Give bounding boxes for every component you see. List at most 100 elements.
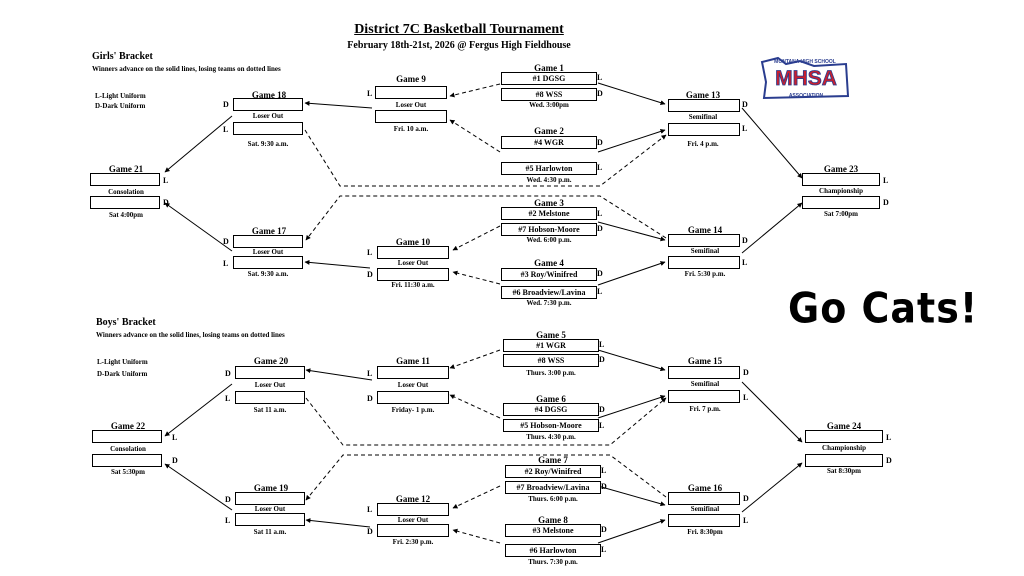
game-16-time: Fri. 8:30pm <box>687 528 723 536</box>
game-4-team-6: #6 Broadview/Lavina <box>501 286 597 299</box>
game-1-time: Wed. 3:00pm <box>529 101 569 109</box>
game-1-team-1: #1 DGSG <box>501 72 597 85</box>
line <box>305 397 667 446</box>
game-9-tag: Loser Out <box>395 101 427 109</box>
game-6-time: Thurs. 4:30 p.m. <box>526 433 576 441</box>
line <box>741 381 803 443</box>
game-14-label: Game 14 <box>687 225 723 235</box>
game-22-slot-top <box>92 430 162 443</box>
game-22-slot-bottom <box>92 454 162 467</box>
slot-dark: D <box>367 394 373 403</box>
slot-light: L <box>597 287 603 296</box>
line <box>305 454 667 501</box>
game-13-tag: Semifinal <box>688 113 718 121</box>
game-7-label: Game 7 <box>538 455 568 465</box>
game-8-time: Thurs. 7:30 p.m. <box>528 558 578 566</box>
game-8-label: Game 8 <box>538 515 568 525</box>
line <box>741 202 803 254</box>
game-9-label: Game 9 <box>396 74 426 84</box>
game-8-team-3: #3 Melstone <box>505 524 601 537</box>
game-3-team-7: #7 Hobson-Moore <box>501 223 597 236</box>
line <box>597 129 666 153</box>
game-4-time: Wed. 7:30 p.m. <box>526 299 572 307</box>
game-16-slot-bottom <box>668 514 740 527</box>
line <box>304 100 373 109</box>
game-7-team-7: #7 Broadview/Lavina <box>505 481 601 494</box>
slot-dark: D <box>742 100 748 109</box>
game-11-slot-top <box>377 366 449 379</box>
game-13-slot-top <box>668 99 740 112</box>
game-17-tag: Loser Out <box>252 248 284 256</box>
game-17-time: Sat. 9:30 a.m. <box>247 270 289 278</box>
game-13-label: Game 13 <box>685 90 721 100</box>
game-11-tag: Loser Out <box>397 381 429 389</box>
game-3-time: Wed. 6:00 p.m. <box>526 236 572 244</box>
slot-dark: D <box>163 198 169 207</box>
slot-light: L <box>367 248 373 257</box>
game-18-slot-bottom <box>233 122 303 135</box>
boys-note: Winners advance on the solid lines, losi… <box>96 331 285 339</box>
game-2-team-4: #4 WGR <box>501 136 597 149</box>
game-17-label: Game 17 <box>251 226 287 236</box>
slot-dark: D <box>223 237 229 246</box>
logo-arc-text: MONTANA HIGH SCHOOL <box>774 59 836 65</box>
line <box>305 368 373 381</box>
game-24-tag: Championship <box>822 444 866 452</box>
game-17-slot-bottom <box>233 256 303 269</box>
game-22-label: Game 22 <box>110 421 146 431</box>
game-23-slot-top <box>802 173 880 186</box>
slot-dark: D <box>225 495 231 504</box>
slot-light: L <box>742 258 748 267</box>
line <box>597 395 666 419</box>
slot-dark: D <box>743 494 749 503</box>
slot-dark: D <box>883 198 889 207</box>
game-23-time: Sat 7:00pm <box>823 210 859 218</box>
game-18-label: Game 18 <box>251 90 287 100</box>
game-18-slot-top <box>233 98 303 111</box>
game-20-label: Game 20 <box>253 356 289 366</box>
game-11-slot-bottom <box>377 391 449 404</box>
line <box>449 119 501 153</box>
slot-light: L <box>367 89 373 98</box>
game-24-label: Game 24 <box>826 421 862 431</box>
page-subtitle: February 18th-21st, 2026 @ Fergus High F… <box>347 40 571 51</box>
game-4-label: Game 4 <box>534 258 564 268</box>
slot-light: L <box>597 73 603 82</box>
line <box>305 518 371 528</box>
game-20-slot-bottom <box>235 391 305 404</box>
go-cats-tagline: Go Cats! <box>788 284 979 333</box>
slot-dark: D <box>601 482 607 491</box>
slot-dark: D <box>597 89 603 98</box>
game-2-team-5: #5 Harlowton <box>501 162 597 175</box>
slot-dark: D <box>886 456 892 465</box>
game-15-slot-top <box>668 366 740 379</box>
slot-dark: D <box>225 369 231 378</box>
game-2-label: Game 2 <box>534 126 564 136</box>
slot-dark: D <box>597 138 603 147</box>
game-24-slot-top <box>805 430 883 443</box>
game-19-slot-top <box>235 492 305 505</box>
game-6-team-5: #5 Hobson-Moore <box>503 419 599 432</box>
game-18-time: Sat. 9:30 a.m. <box>247 140 289 148</box>
slot-light: L <box>225 394 231 403</box>
line <box>452 485 501 509</box>
slot-light: L <box>886 433 892 442</box>
line <box>304 129 667 187</box>
line <box>597 82 666 106</box>
game-8-team-6: #6 Harlowton <box>505 544 601 557</box>
game-10-time: Fri. 11:30 a.m. <box>391 281 435 289</box>
line <box>452 528 501 544</box>
game-19-label: Game 19 <box>253 483 289 493</box>
slot-light: L <box>223 125 229 134</box>
game-2-time: Wed. 4:30 p.m. <box>526 176 572 184</box>
game-4-team-3: #3 Roy/Winifred <box>501 268 597 281</box>
slot-light: L <box>597 209 603 218</box>
slot-dark: D <box>742 236 748 245</box>
game-16-slot-top <box>668 492 740 505</box>
slot-dark: D <box>743 368 749 377</box>
game-10-slot-bottom <box>377 268 449 281</box>
slot-light: L <box>599 421 605 430</box>
game-21-slot-bottom <box>90 196 160 209</box>
